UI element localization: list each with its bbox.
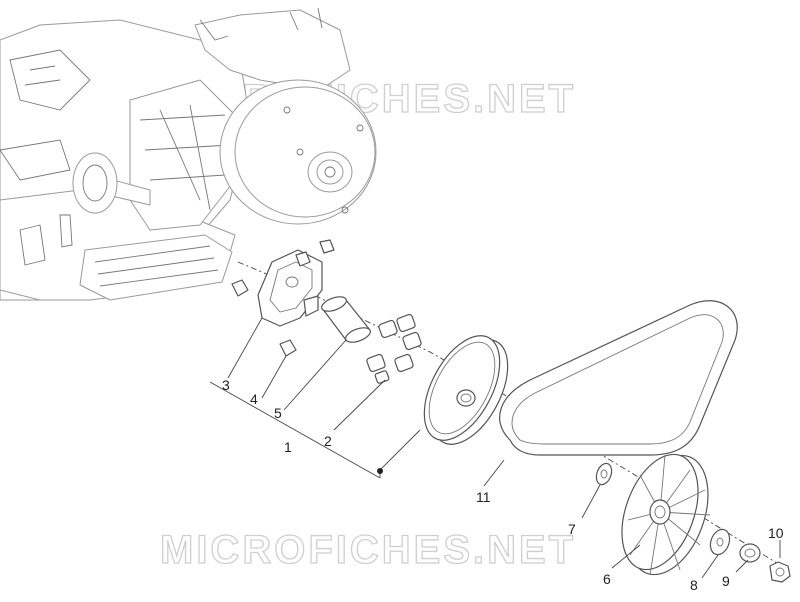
part-cup-washer	[739, 543, 761, 563]
engine-assembly	[0, 7, 377, 301]
part-drive-pulley	[423, 335, 509, 445]
part-fan-pulley	[621, 453, 711, 576]
callout-1: 1	[284, 439, 292, 455]
group-dot	[377, 468, 383, 474]
part-ramp-plate	[257, 249, 323, 327]
callout-5: 5	[274, 405, 282, 421]
callout-2: 2	[324, 433, 332, 449]
callout-8: 8	[690, 577, 698, 593]
part-washer-large	[709, 528, 731, 556]
callout-10: 10	[768, 525, 784, 541]
part-rollers	[366, 313, 422, 384]
part-sliders	[231, 239, 335, 357]
watermark-bottom: MICROFICHES.NET	[160, 528, 576, 572]
part-bushing	[321, 296, 371, 343]
part-nut	[769, 561, 791, 583]
callout-9: 9	[722, 573, 730, 589]
leader-lines	[209, 317, 781, 579]
callout-4: 4	[250, 391, 258, 407]
callout-7: 7	[568, 521, 576, 537]
callout-6: 6	[603, 571, 611, 587]
callout-11: 11	[476, 489, 491, 505]
part-washer	[595, 462, 613, 486]
callout-3: 3	[222, 377, 230, 393]
part-drive-belt	[499, 300, 738, 456]
